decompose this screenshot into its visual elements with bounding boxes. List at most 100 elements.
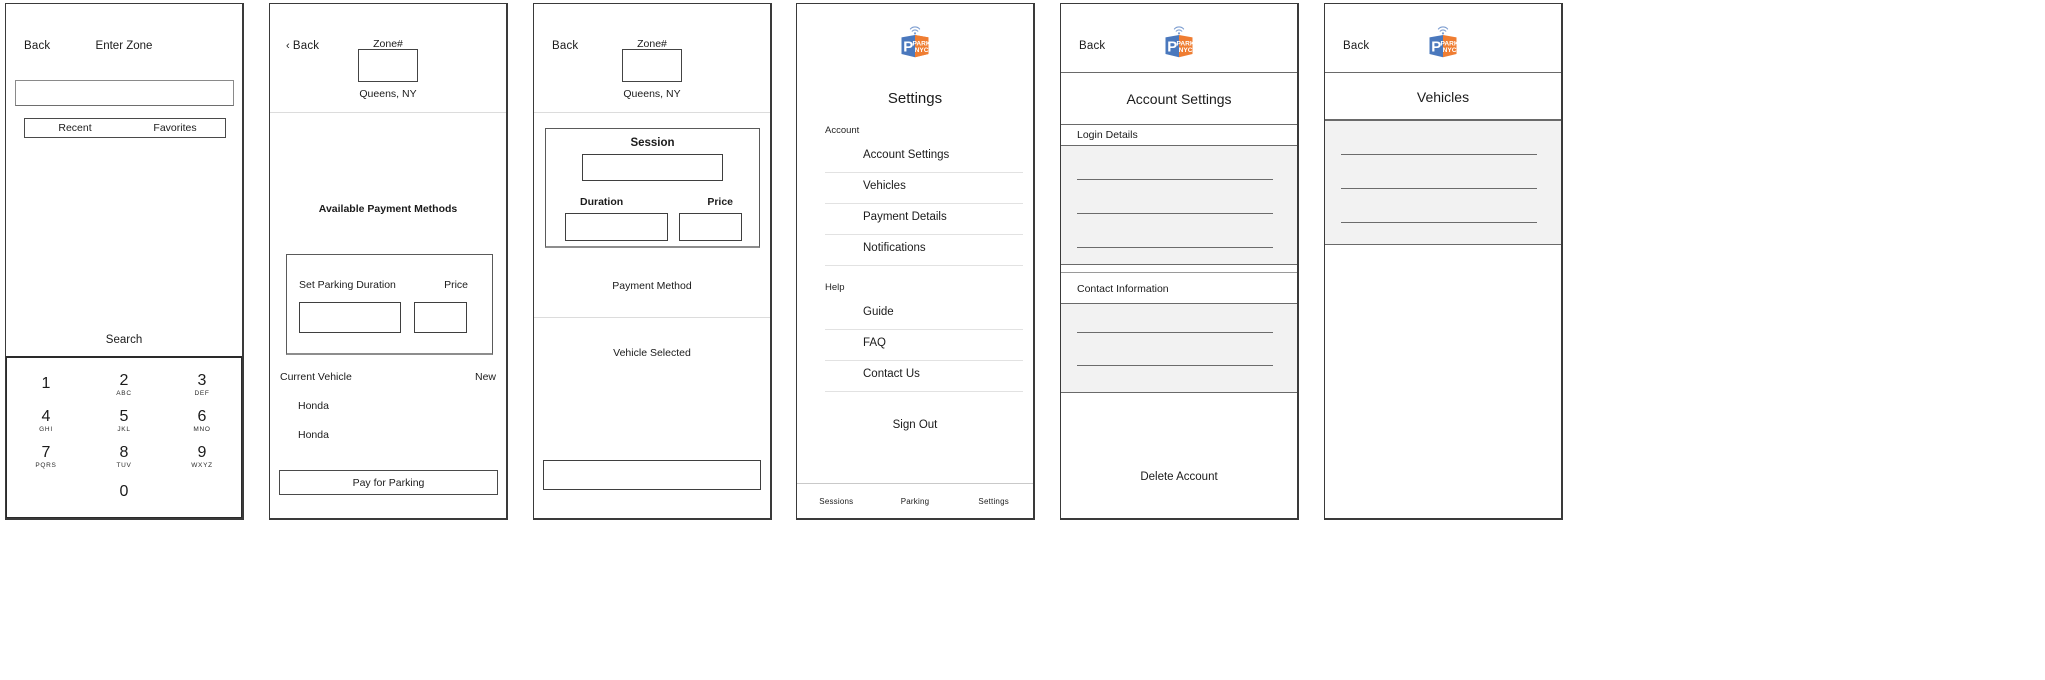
tab-settings[interactable]: Settings — [978, 496, 1009, 506]
keypad-key-9[interactable]: 9 WXYZ — [163, 439, 241, 475]
sidebar-item-payment-details[interactable]: Payment Details — [825, 205, 1023, 235]
divider — [270, 112, 506, 113]
session-card: Session Duration Price — [545, 128, 760, 248]
keypad-key-0[interactable]: 0 — [85, 475, 163, 511]
keypad-digit: 1 — [41, 375, 51, 392]
keypad-key-3[interactable]: 3 DEF — [163, 367, 241, 403]
svg-text:NYC: NYC — [1443, 47, 1457, 54]
zone-label: Zone# — [637, 38, 667, 50]
delete-account-button[interactable]: Delete Account — [1140, 471, 1218, 483]
svg-text:PARK: PARK — [1440, 40, 1458, 47]
menu-item-label: Account Settings — [863, 149, 950, 161]
menu-item-label: Notifications — [863, 242, 926, 254]
set-parking-duration-label: Set Parking Duration — [299, 279, 396, 291]
keypad-row: 4 GHI 5 JKL 6 MNO — [7, 403, 241, 439]
sidebar-item-notifications[interactable]: Notifications — [825, 236, 1023, 266]
parknyc-logo: P PARK NYC — [1159, 24, 1199, 60]
svg-text:P: P — [1167, 39, 1177, 56]
price-label: Price — [707, 196, 733, 208]
zone-number-input[interactable] — [622, 49, 682, 82]
vehicle-field[interactable] — [1341, 154, 1537, 155]
svg-text:NYC: NYC — [915, 47, 929, 54]
price-input[interactable] — [414, 302, 467, 333]
sidebar-item-guide[interactable]: Guide — [825, 300, 1023, 330]
sidebar-item-contact-us[interactable]: Contact Us — [825, 362, 1023, 392]
section-header: Vehicles — [1325, 72, 1561, 120]
divider — [1061, 272, 1297, 273]
divider — [534, 317, 770, 318]
keypad-key-6[interactable]: 6 MNO — [163, 403, 241, 439]
screen-account-settings: Back P PARK NYC Account Settings — [1060, 3, 1299, 520]
keypad-key-1[interactable]: 1 — [7, 367, 85, 403]
tab-parking[interactable]: Parking — [900, 496, 930, 506]
menu-item-label: Vehicles — [863, 180, 906, 192]
keypad-letters: ABC — [116, 389, 132, 397]
numeric-keypad: 1 2 ABC 3 DEF 4 GHI 5 J — [6, 356, 242, 518]
new-vehicle-button[interactable]: New — [474, 371, 496, 383]
tab-sessions[interactable]: Sessions — [819, 496, 854, 506]
page-title: Enter Zone — [95, 40, 153, 52]
available-payment-methods-label: Available Payment Methods — [318, 203, 458, 215]
keypad-letters: WXYZ — [191, 461, 213, 469]
back-button[interactable]: Back — [552, 40, 579, 52]
svg-text:P: P — [1431, 39, 1441, 56]
keypad-key-5[interactable]: 5 JKL — [85, 403, 163, 439]
sidebar-item-faq[interactable]: FAQ — [825, 331, 1023, 361]
chevron-left-icon: ‹ — [286, 40, 290, 52]
login-field[interactable] — [1077, 179, 1273, 180]
divider — [534, 112, 770, 113]
search-button[interactable]: Search — [105, 334, 143, 346]
nav-bar: ‹Back Zone# — [270, 4, 506, 76]
login-field[interactable] — [1077, 247, 1273, 248]
keypad-key-7[interactable]: 7 PQRS — [7, 439, 85, 475]
screen-payment: ‹Back Zone# Queens, NY Available Payment… — [269, 3, 508, 520]
contact-field[interactable] — [1077, 365, 1273, 366]
duration-input[interactable] — [299, 302, 401, 333]
vehicle-list-item[interactable]: Honda — [298, 400, 329, 412]
vehicle-list-item[interactable]: Honda — [298, 429, 329, 441]
login-details-fields — [1061, 145, 1297, 265]
screen-enter-zone: Back Enter Zone Recent Favorites Search … — [5, 3, 244, 520]
pay-for-parking-button[interactable]: Pay for Parking — [279, 470, 498, 495]
keypad-letters: TUV — [116, 461, 132, 469]
back-button[interactable]: Back — [1343, 40, 1370, 52]
session-bottom-input[interactable] — [543, 460, 761, 490]
keypad-key-4[interactable]: 4 GHI — [7, 403, 85, 439]
menu-item-label: Payment Details — [863, 211, 947, 223]
svg-text:PARK: PARK — [912, 40, 930, 47]
segmented-control[interactable]: Recent Favorites — [24, 118, 226, 138]
keypad-key-8[interactable]: 8 TUV — [85, 439, 163, 475]
zone-search-input[interactable] — [15, 80, 234, 106]
keypad-key-2[interactable]: 2 ABC — [85, 367, 163, 403]
keypad-digit: 8 — [119, 443, 129, 461]
parknyc-logo: P PARK NYC — [895, 24, 935, 60]
keypad-letters: JKL — [117, 425, 131, 433]
contact-field[interactable] — [1077, 332, 1273, 333]
section-label-login-details: Login Details — [1077, 129, 1138, 141]
vehicle-field[interactable] — [1341, 222, 1537, 223]
vehicle-field[interactable] — [1341, 188, 1537, 189]
back-button[interactable]: ‹Back — [286, 40, 319, 52]
nav-bar: Back Zone# — [534, 4, 770, 76]
svg-text:NYC: NYC — [1179, 47, 1193, 54]
login-field[interactable] — [1077, 213, 1273, 214]
back-button[interactable]: Back — [1079, 40, 1106, 52]
segment-recent[interactable]: Recent — [58, 122, 92, 134]
session-input[interactable] — [582, 154, 723, 181]
duration-input[interactable] — [565, 213, 668, 241]
group-label-account: Account — [825, 125, 860, 136]
screen-settings: P PARK NYC Settings Account Account Sett… — [796, 3, 1035, 520]
keypad-row: 0 — [7, 475, 241, 511]
segment-favorites[interactable]: Favorites — [153, 122, 197, 134]
nav-bar: Back P PARK NYC — [1325, 4, 1561, 76]
price-input[interactable] — [679, 213, 742, 241]
sidebar-item-vehicles[interactable]: Vehicles — [825, 174, 1023, 204]
nav-bar: Back P PARK NYC — [1061, 4, 1297, 76]
nav-bar: Back Enter Zone — [6, 4, 242, 76]
sidebar-item-account-settings[interactable]: Account Settings — [825, 143, 1023, 173]
vehicle-selected-label: Vehicle Selected — [613, 347, 691, 359]
zone-location: Queens, NY — [623, 88, 681, 100]
zone-number-input[interactable] — [358, 49, 418, 82]
sign-out-button[interactable]: Sign Out — [892, 419, 938, 431]
back-button[interactable]: Back — [24, 40, 51, 52]
